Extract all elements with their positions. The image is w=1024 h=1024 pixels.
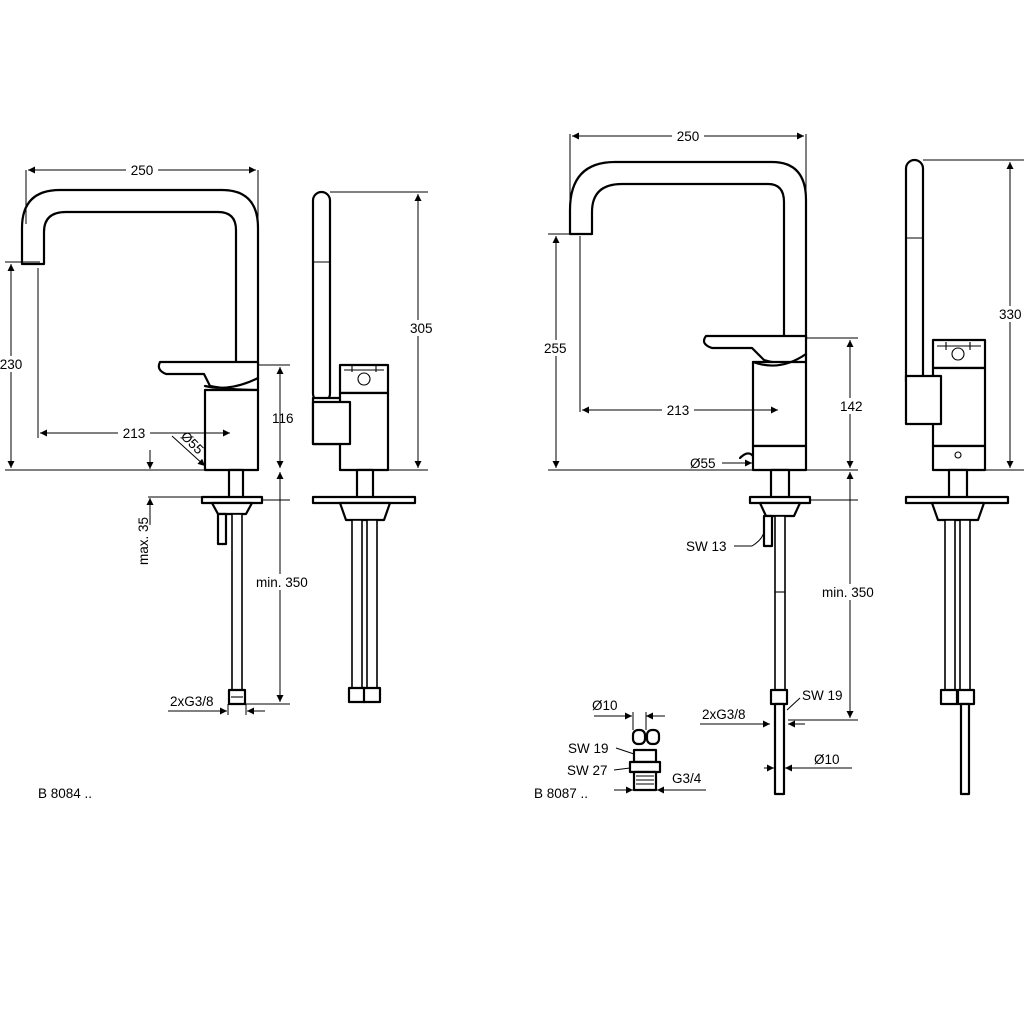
spout-outline-right	[568, 160, 808, 342]
dim-right-base: Ø55	[690, 456, 716, 471]
dim-right-height: 255	[544, 341, 567, 356]
lever-right	[702, 334, 808, 365]
dim-right-width: 250	[677, 129, 700, 144]
dim-right-connection: 2xG3/8	[702, 707, 746, 722]
side-spout	[311, 190, 332, 404]
dim-left-thickness: max. 35	[136, 517, 151, 565]
left-dimensions: 250 230 213 Ø55 116 max. 35 min. 350	[0, 161, 433, 801]
hose	[231, 513, 243, 693]
model-label-left: B 8084 ..	[38, 786, 92, 801]
dim-right-wrench-19: SW 19	[802, 688, 843, 703]
adapter-pipe-dia: Ø10	[592, 698, 618, 713]
tap-body-right	[751, 360, 808, 448]
adapter-wrench-27: SW 27	[567, 763, 608, 778]
dim-right-hose-length: min. 350	[822, 585, 874, 600]
adapter-detail: Ø10 SW 19 SW 27 G3/4	[567, 698, 706, 794]
dim-right-reach: 213	[667, 403, 690, 418]
adapter-wrench-19: SW 19	[568, 741, 609, 756]
dim-left-reach: 213	[123, 426, 146, 441]
model-label-right: B 8087 ..	[534, 786, 588, 801]
tap-body	[203, 388, 260, 472]
dim-left-hose-length: min. 350	[256, 575, 308, 590]
dim-left-side-height: 305	[410, 321, 433, 336]
left-front-view	[20, 188, 264, 706]
dim-left-height: 230	[0, 357, 22, 372]
spout-outline	[20, 188, 260, 367]
adapter-thread: G3/4	[672, 771, 702, 786]
dim-right-side-height: 330	[999, 307, 1022, 322]
right-side-view	[904, 158, 1010, 796]
dim-right-wrench-13: SW 13	[686, 539, 727, 554]
right-front-view	[568, 160, 812, 796]
left-side-view	[311, 190, 417, 704]
dim-left-connection: 2xG3/8	[170, 694, 214, 709]
dim-right-body-height: 142	[840, 399, 863, 414]
right-dimensions: 250 255 213 142 Ø55 SW 13 min. 350	[534, 127, 1024, 801]
dim-right-pipe-dia: Ø10	[814, 752, 840, 767]
dim-left-width: 250	[131, 163, 154, 178]
dim-left-body-height: 116	[272, 411, 294, 426]
